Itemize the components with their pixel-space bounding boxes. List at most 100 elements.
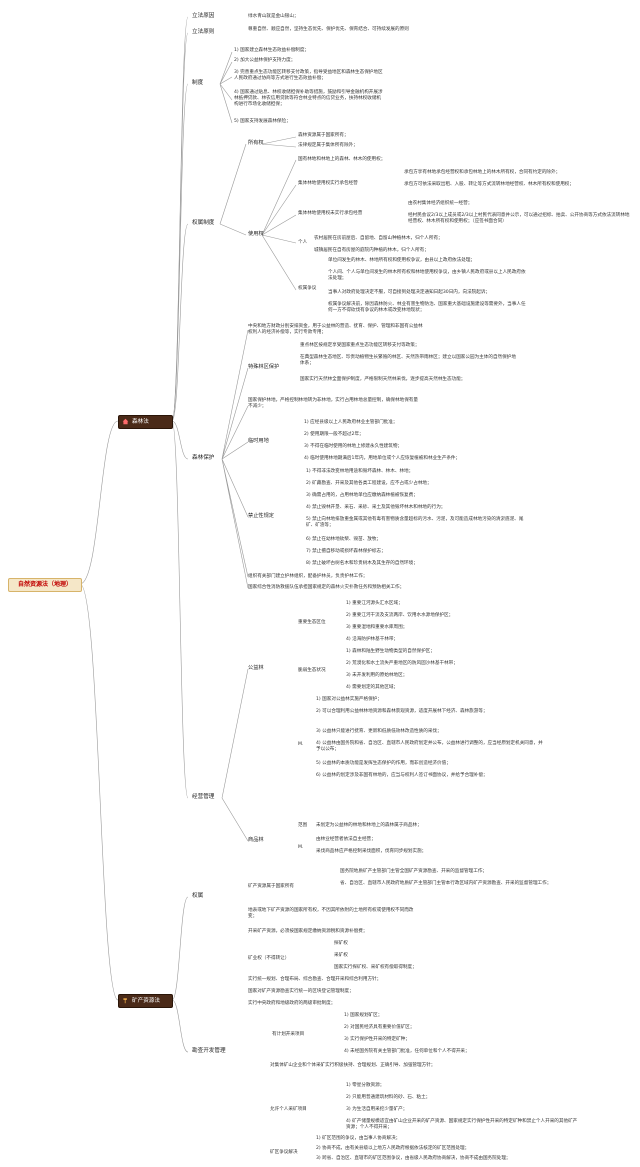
planned-item: 1) 国家规划矿区；: [344, 1013, 383, 1018]
topic-forest-label: 森林法: [132, 419, 149, 425]
commercial-scope-text: 未划定为公益林的林地和林地上的森林属于商品林；: [316, 823, 422, 828]
commercial-mgmt[interactable]: M.: [298, 845, 304, 850]
zone-item: 2) 重要江河干流及支流两岸、饮用水水源地保护区；: [346, 613, 454, 618]
mining-right-item: 国家实行探矿权、采矿权有偿取得制度；: [334, 965, 417, 970]
individual-item: 农村居民在房前屋后、自留地、自留山种植林木，归个人所有；: [314, 236, 443, 241]
mine-dispute[interactable]: 矿区争议解决: [270, 1150, 298, 1155]
system-item: 1) 国家建立森林生态效益补偿制度；: [234, 48, 310, 53]
funding: 中央和地方财政分别安排资金，用于公益林的营造、抚育、保护、管理和非国有公益林权利…: [248, 324, 423, 335]
public-mgmt-item: 6) 公益林的划定涉及非国有林地的，应当与权利人签订书面协议，并给予合理补偿；: [316, 773, 488, 778]
prohibited-item: 1) 不得非法改变林地用途和毁坏森林、林木、林地；: [306, 469, 414, 474]
forest-management[interactable]: 经营管理: [192, 794, 215, 800]
fragile-item: 1) 森林和陆生野生动物类型的自然保护区；: [346, 649, 435, 654]
fragile-item: 4) 需要划定的其他区域；: [346, 685, 399, 690]
root-node[interactable]: 自然资源法（地理）: [8, 578, 82, 592]
forest-rights[interactable]: 权属制度: [192, 220, 215, 226]
mine-dispute-item: 2) 协商不成，由有关县级以上地方人民政府根据依法核定的矿区范围处理；: [316, 1146, 470, 1151]
public-mgmt-item: 4) 公益林由国务院和省、自治区、直辖市人民政府划定并公布，公益林进行调整的，应…: [316, 741, 543, 752]
ownership[interactable]: 所有权: [248, 140, 264, 146]
temporary-item: 4) 临时使用林地期满后1年内，用地单位或个人应恢复植被和林业生产条件；: [304, 456, 461, 461]
individual[interactable]: 个人: [298, 240, 308, 245]
forest-protection[interactable]: 森林保护: [192, 455, 215, 461]
forest-principle[interactable]: 立法原则: [192, 29, 215, 35]
forest-system[interactable]: 制度: [192, 80, 204, 86]
mineral-exploration[interactable]: 勘查开发管理: [192, 1048, 226, 1054]
commercial-mgmt-item: 采伐商品林应严格控制采伐面积，伐育同步规划实施；: [316, 849, 427, 854]
hammer-icon: [123, 998, 127, 1004]
temporary-item: 3) 不得在临时使用的林地上修建永久性建筑物；: [304, 444, 403, 449]
special-item: 重点林区按规定享受国家重点生态功能区转移支付等政策；: [300, 343, 420, 348]
planned-item: 3) 实行保护性开采的特定矿种；: [344, 1037, 410, 1042]
forest-purpose[interactable]: 立法原因: [192, 13, 215, 19]
public-forest[interactable]: 公益林: [248, 665, 264, 671]
exploration-general: 实行统一规划、合理布局、综合勘查、合理开采和综合利用方针；: [248, 977, 382, 982]
state-item: 国务院地质矿产主管部门主管全国矿产资源勘查、开采的监督管理工作；: [340, 869, 488, 874]
fire-service: 国家综合性消防救援队伍承担国家规定的森林火灾扑救任务和预防相关工作；: [248, 585, 405, 590]
dispute[interactable]: 权属争议: [298, 286, 317, 291]
collective-contract[interactable]: 集体林地使用权实行承包经营: [298, 181, 358, 186]
mine-dispute-item: 1) 矿区范围的争议，由当事人协商解决；: [316, 1136, 401, 1141]
dispute-item: 个人间、个人与单位间发生的林木所有权和林地使用权争议，由乡镇人民政府或县以上人民…: [328, 270, 526, 281]
resource-tax: 开采矿产资源，必须按国家规定缴纳资源税和资源补偿费；: [248, 929, 368, 934]
forest-principle-text: 尊重自然、顺应自然，坚持生态优先、保护优先、保育结合、可持续发展的原则: [248, 27, 409, 32]
ownership-item: 法律规定属于集体所有除外；: [298, 143, 358, 148]
prohibited-item: 5) 禁止向林地排放重金属或其他有毒有害物质含量超标的污水、污泥，及可能造成林地…: [306, 517, 524, 528]
prohibited[interactable]: 禁止性规定: [248, 513, 274, 519]
public-mgmt[interactable]: M.: [298, 742, 304, 747]
planned-projects[interactable]: 有计划开采项目: [272, 1032, 305, 1037]
individual-item: 城镇居民在自有房屋的庭院内种植的林木，归个人所有；: [314, 248, 429, 253]
system-item: 3) 完善重点生态功能区转移支付政策，指导受益地区和森林生态保护地区人民政府通过…: [234, 70, 383, 81]
zone-item: 3) 重要湿地和重要水库周围；: [346, 625, 408, 630]
temporary-item: 2) 使用期限一般不超过2年；: [304, 432, 364, 437]
surface-rights: 地表或地下矿产资源的国家所有权，不因其所依附的土地所有权或使用权不同而改变；: [248, 908, 414, 919]
house-icon: [122, 418, 129, 425]
individual-mining-item: 1) 零星分散资源；: [346, 1083, 385, 1088]
fragile[interactable]: 脆弱生态状况: [298, 668, 326, 673]
state-ownership[interactable]: 矿产资源属于国家所有: [248, 884, 294, 889]
exploration-general: 国家对矿产资源勘查实行统一的区块登记管理制度；: [248, 989, 354, 994]
planned-item: 2) 对国民经济具有重要价值矿区；: [344, 1025, 415, 1030]
prohibited-item: 7) 禁止擅自移动或损坏森林保护标志；: [306, 549, 386, 554]
special-area[interactable]: 特殊林区保护: [248, 364, 280, 370]
prohibited-item: 8) 禁止破坏古树名木和珍贵树木及其生存的自然环境；: [306, 561, 418, 566]
collective-noncontract[interactable]: 集体林地使用权未实行承包经营: [298, 211, 363, 216]
prohibited-item: 4) 禁止毁林开垦、采石、采砂、采土及其他毁坏林木和林地的行为；: [306, 505, 446, 510]
mining-rights[interactable]: 矿业权（不得转让）: [248, 956, 290, 961]
system-item: 5) 国家支持发展森林保险；: [234, 119, 291, 124]
topic-mineral-label: 矿产资源法: [132, 998, 160, 1004]
commercial-mgmt-item: 由林业经营者依法自主经营；: [316, 837, 376, 842]
public-mgmt-item: 3) 公益林只能进行抚育、更新和低质低效林改造性质的采伐；: [316, 729, 442, 734]
use-intro: 国有林地和林地上的森林、林木的使用权；: [298, 157, 386, 162]
noncontract-item: 由农村集体经济组织统一经营；: [408, 201, 473, 206]
public-mgmt-item: 1) 国家对公益林实施严格保护；: [316, 697, 382, 702]
mineral-rights[interactable]: 权属: [192, 893, 204, 899]
topic-forest-law[interactable]: 森林法: [118, 415, 173, 429]
prohibited-item: 2) 矿藏勘查、开采及其他各类工程建设，应不占或少占林地；: [306, 481, 432, 486]
system-item: 2) 加大公益林保护支持力度；: [234, 58, 296, 63]
commercial-scope[interactable]: 范围: [298, 823, 308, 828]
collective-item: 承包方可依法采取出租、入股、转让等方式流转林地经营权、林木所有权和使用权；: [404, 182, 574, 187]
prohibited-item: 3) 确需占用的，占用林地单位应缴纳森林植被恢复费；: [306, 493, 418, 498]
noncontract-item: 经村民会议2/3以上成员或2/3以上村民代表同意并公示，可以通过招标、拍卖、公开…: [408, 213, 630, 224]
exploration-general: 实行中央政府和地级政府的两级审批制度；: [248, 1001, 336, 1006]
system-item: 4) 国家通过贴息、林权收储担保补助等措施，鼓励和引导金融机构开展涉林抵押贷款、…: [234, 90, 383, 107]
ownership-item: 森林资源属于国家所有；: [298, 133, 349, 138]
dispute-item: 单位间发生的林木、林地所有权和使用权争议，由县以上政府依法处理；: [328, 258, 476, 263]
dispute-item: 当事人对政府处理决定不服，可自接到处理决定通知日起30日内，向法院起诉；: [328, 290, 491, 295]
temporary-use[interactable]: 临时用地: [248, 438, 269, 444]
special-item: 国家实行天然林全面保护制度，严格限制天然林采伐，逐步提高天然林生态功能；: [300, 377, 466, 382]
fragile-item: 2) 荒漠化和水土流失严重地区的防风固沙林基干林带；: [346, 661, 458, 666]
mining-right-item: 探矿权: [334, 941, 348, 946]
commercial-forest[interactable]: 商品林: [248, 837, 264, 843]
fragile-item: 3) 未开发利用的原始林地区；: [346, 673, 408, 678]
topic-mineral-law[interactable]: 矿产资源法: [118, 994, 173, 1008]
use-right[interactable]: 使用权: [248, 231, 264, 237]
forest-purpose-text: 绿水青山就是金山银山；: [248, 14, 299, 19]
zone-item: 1) 重要江河源头汇水区域；: [346, 601, 403, 606]
land-protect: 国家保护林地，严格控制林地转为非林地，实行占用林地总量控制，确保林地保有量不减少…: [248, 398, 418, 409]
individual-mining[interactable]: 允许个人采矿项目: [270, 1107, 307, 1112]
individual-mining-item: 3) 为生活自用采挖少量矿产；: [346, 1107, 408, 1112]
zones[interactable]: 重要生态区位: [298, 620, 326, 625]
public-mgmt-item: 5) 公益林的本质功能是发挥生态保护的作用，而非创造经济价值；: [316, 761, 451, 766]
